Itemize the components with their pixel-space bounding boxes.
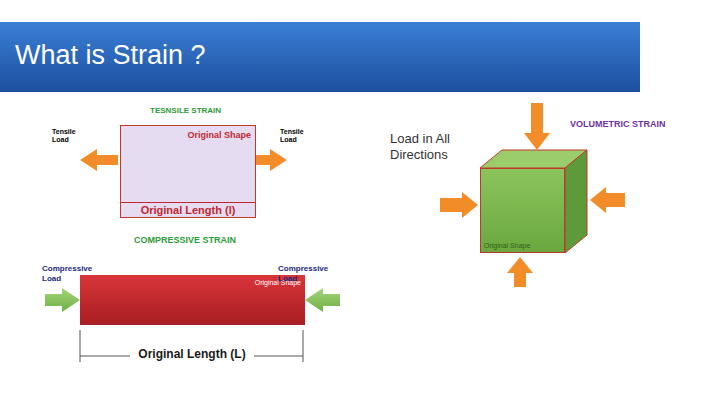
compressive-specimen: Original Shape	[80, 275, 305, 325]
tensile-specimen: Original ShapeOriginal Length (l)	[120, 125, 256, 218]
load-label: Compressive Load	[42, 264, 102, 283]
load-label: Tensile Load	[280, 128, 320, 145]
section-heading: TESNSILE STRAIN	[150, 106, 240, 116]
title-bar	[0, 22, 640, 92]
dimension-tick	[80, 330, 81, 362]
load-arrow	[507, 257, 533, 287]
load-label: Compressive Load	[278, 264, 338, 283]
shape-label: Original Shape	[187, 130, 251, 140]
load-label: Tensile Load	[52, 128, 92, 145]
dimension-tick	[303, 330, 304, 362]
compressive-arrow	[45, 288, 80, 312]
compressive-arrow	[305, 288, 340, 312]
dimension-label: Original Length (L)	[130, 347, 254, 361]
shape-label: Original Shape	[484, 242, 530, 249]
cube-side	[565, 150, 587, 253]
cube-specimen: Original Shape	[480, 168, 565, 253]
section-heading: COMPRESSIVE STRAIN	[134, 235, 254, 246]
load-arrow	[524, 103, 550, 150]
tensile-arrow	[80, 149, 118, 171]
load-arrow	[440, 192, 478, 218]
section-heading: VOLUMETRIC STRAIN	[570, 119, 680, 130]
length-label: Original Length (l)	[121, 202, 255, 217]
load-arrow	[590, 187, 625, 213]
load-note: Load in All Directions	[390, 131, 482, 162]
page-title: What is Strain ?	[15, 40, 206, 71]
